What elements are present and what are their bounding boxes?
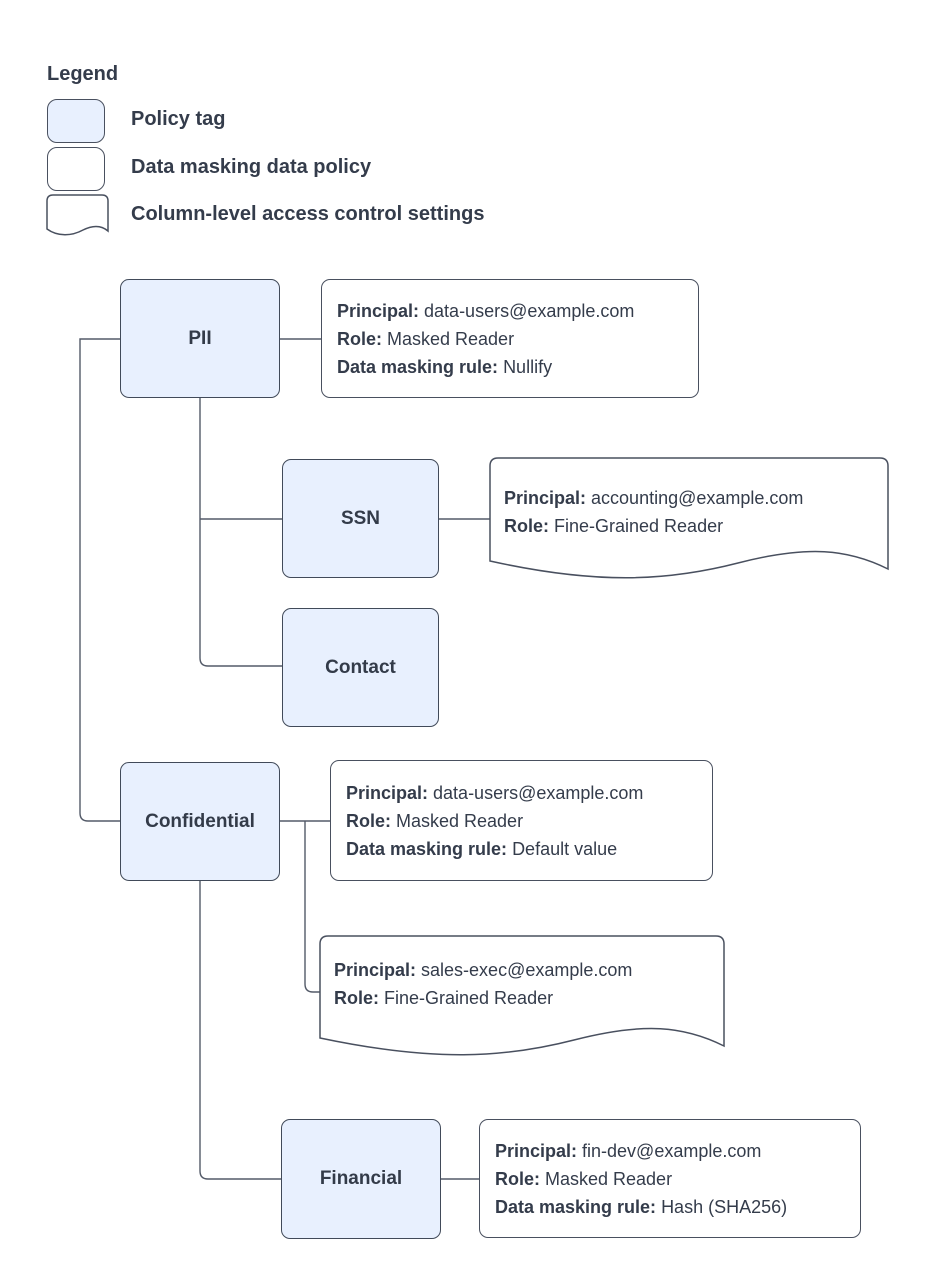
legend-item-access-control: Column-level access control settings: [131, 203, 485, 225]
policy-field: Role:Fine-Grained Reader: [334, 984, 714, 1012]
policy-field-value: accounting@example.com: [591, 488, 804, 508]
policy-field-label: Role:: [495, 1168, 540, 1189]
policy-tag-financial-label: Financial: [319, 1168, 403, 1189]
policy-field-value: data-users@example.com: [424, 300, 635, 321]
masking-policy-pii: Principal:data-users@example.com Role:Ma…: [321, 279, 699, 398]
access-policy-confidential: Principal:sales-exec@example.com Role:Fi…: [334, 956, 714, 1012]
policy-field-label: Role:: [504, 516, 549, 536]
policy-field-label: Principal:: [495, 1140, 578, 1161]
policy-field-value: Masked Reader: [545, 1168, 673, 1189]
legend-item-masking-policy: Data masking data policy: [131, 156, 372, 178]
legend-access-control-swatch: [46, 194, 109, 236]
masking-policy-confidential: Principal:data-users@example.com Role:Ma…: [330, 760, 713, 881]
legend-title: Legend: [47, 63, 119, 85]
policy-field-value: Nullify: [503, 356, 553, 377]
policy-field-value: Masked Reader: [387, 328, 515, 349]
connector-pii-children-stem: [199, 398, 282, 667]
policy-field-label: Data masking rule:: [346, 838, 508, 859]
policy-field: Principal:accounting@example.com: [504, 484, 884, 512]
policy-tag-confidential-label: Confidential: [145, 810, 255, 832]
policy-field: Data masking rule:Hash (SHA256): [495, 1193, 852, 1221]
policy-tag-confidential: Confidential: [120, 762, 280, 881]
policy-tag-contact-label: Contact: [325, 656, 396, 678]
policy-field-label: Data masking rule:: [495, 1196, 657, 1217]
policy-field: Principal:data-users@example.com: [337, 297, 690, 325]
policy-field: Role:Masked Reader: [337, 325, 690, 353]
policy-field-value: Hash (SHA256): [661, 1196, 788, 1217]
policy-tag-pii-label: PII: [188, 327, 212, 349]
policy-field: Role:Fine-Grained Reader: [504, 512, 884, 540]
policy-field-value: Default value: [512, 838, 618, 859]
policy-field-value: sales-exec@example.com: [421, 960, 633, 980]
policy-field-label: Role:: [337, 328, 382, 349]
legend-masking-policy-swatch: [47, 147, 105, 191]
legend-policy-tag-swatch: [47, 99, 105, 143]
policy-tag-contact: Contact: [282, 608, 439, 727]
policy-field-value: data-users@example.com: [433, 782, 644, 803]
policy-tag-ssn-label: SSN: [340, 507, 381, 529]
connector-root-rail: [79, 338, 120, 822]
legend-item-policy-tag: Policy tag: [131, 108, 226, 130]
policy-field: Data masking rule:Default value: [346, 835, 704, 863]
policy-field-label: Role:: [334, 988, 379, 1008]
policy-field-label: Principal:: [337, 300, 420, 321]
policy-field-value: Masked Reader: [396, 810, 524, 831]
policy-field: Principal:fin-dev@example.com: [495, 1137, 852, 1165]
policy-field-label: Data masking rule:: [337, 356, 499, 377]
policy-field-label: Principal:: [504, 488, 587, 508]
connector-confidential-to-access-policy: [304, 821, 320, 993]
policy-field-value: fin-dev@example.com: [582, 1140, 762, 1161]
access-policy-confidential-document-shape: [319, 935, 725, 1056]
policy-field: Role:Masked Reader: [495, 1165, 852, 1193]
policy-field: Principal:data-users@example.com: [346, 779, 704, 807]
policy-tag-financial: Financial: [281, 1119, 441, 1239]
policy-tag-ssn: SSN: [282, 459, 439, 578]
access-policy-ssn: Principal:accounting@example.com Role:Fi…: [504, 484, 884, 540]
policy-field-value: Fine-Grained Reader: [384, 988, 554, 1008]
policy-field-label: Principal:: [346, 782, 429, 803]
policy-tag-pii: PII: [120, 279, 280, 398]
policy-field: Data masking rule:Nullify: [337, 353, 690, 381]
policy-field: Role:Masked Reader: [346, 807, 704, 835]
policy-field-value: Fine-Grained Reader: [554, 516, 724, 536]
connector-confidential-to-financial: [199, 881, 281, 1180]
access-policy-ssn-document-shape: [489, 457, 889, 579]
masking-policy-financial: Principal:fin-dev@example.com Role:Maske…: [479, 1119, 861, 1238]
policy-field-label: Principal:: [334, 960, 417, 980]
policy-field: Principal:sales-exec@example.com: [334, 956, 714, 984]
policy-field-label: Role:: [346, 810, 391, 831]
